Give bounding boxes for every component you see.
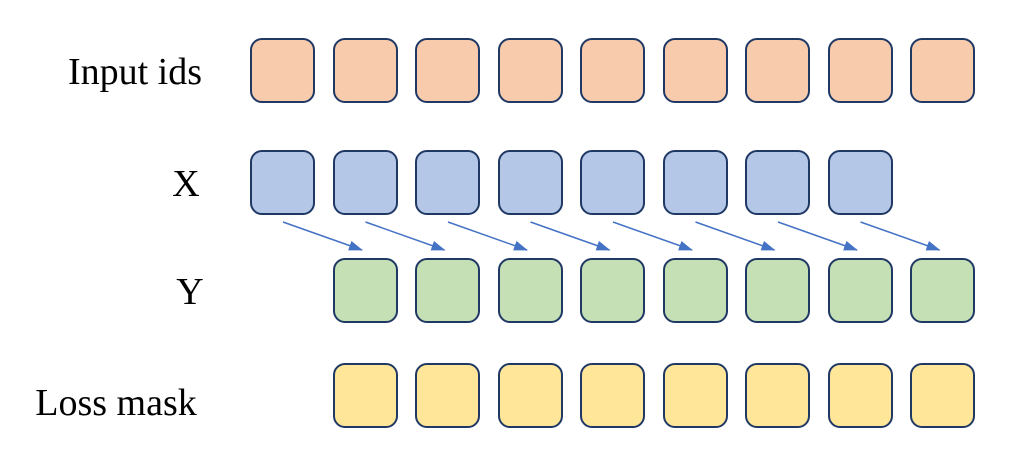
x-token-3 bbox=[415, 150, 480, 215]
loss-mask-token-6 bbox=[745, 363, 810, 428]
x-token-4 bbox=[497, 150, 563, 215]
row-label-x: X bbox=[172, 163, 200, 205]
x-token-7 bbox=[745, 150, 810, 215]
x-token-2 bbox=[332, 150, 398, 215]
loss-mask-token-2 bbox=[415, 363, 480, 428]
y-token-7 bbox=[827, 258, 893, 323]
x-token-1 bbox=[250, 150, 315, 215]
x-token-8 bbox=[827, 150, 893, 215]
input-ids-token-7 bbox=[745, 38, 810, 103]
y-token-4 bbox=[580, 258, 645, 323]
loss-mask-token-4 bbox=[580, 363, 645, 428]
input-ids-token-6 bbox=[662, 38, 728, 103]
y-token-6 bbox=[745, 258, 810, 323]
input-ids-token-1 bbox=[250, 38, 315, 103]
x-token-5 bbox=[580, 150, 645, 215]
input-ids-token-9 bbox=[910, 38, 975, 103]
y-token-5 bbox=[662, 258, 728, 323]
loss-mask-token-8 bbox=[910, 363, 975, 428]
row-label-y: Y bbox=[176, 271, 204, 313]
input-ids-token-5 bbox=[580, 38, 645, 103]
input-ids-token-4 bbox=[497, 38, 563, 103]
y-token-8 bbox=[910, 258, 975, 323]
x-token-6 bbox=[662, 150, 728, 215]
loss-mask-token-3 bbox=[497, 363, 563, 428]
loss-mask-token-5 bbox=[662, 363, 728, 428]
y-token-2 bbox=[415, 258, 480, 323]
input-ids-token-8 bbox=[827, 38, 893, 103]
loss-mask-token-7 bbox=[827, 363, 893, 428]
loss-mask-token-1 bbox=[332, 363, 398, 428]
y-token-3 bbox=[497, 258, 563, 323]
row-label-loss-mask: Loss mask bbox=[35, 382, 197, 424]
input-ids-token-2 bbox=[332, 38, 398, 103]
input-ids-token-3 bbox=[415, 38, 480, 103]
row-label-input-ids: Input ids bbox=[67, 51, 203, 93]
y-token-1 bbox=[332, 258, 398, 323]
